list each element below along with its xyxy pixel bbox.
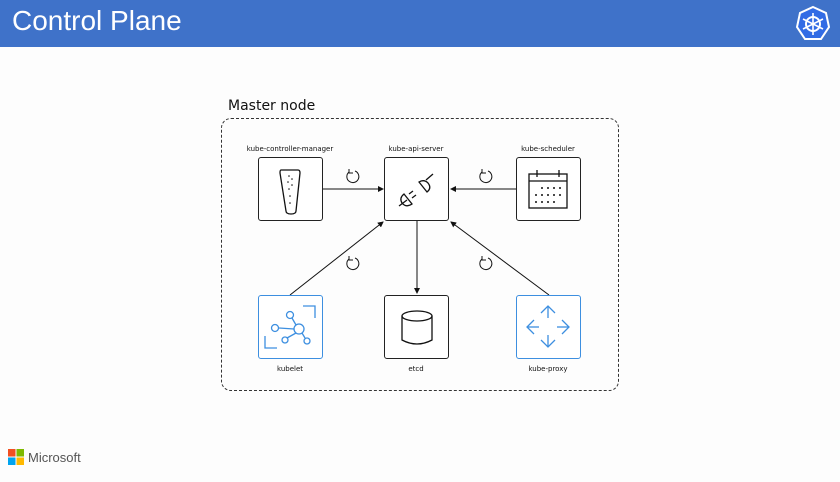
database-cylinder-icon [401, 310, 433, 345]
calendar-icon [528, 170, 568, 209]
scheduler-label: kube-scheduler [521, 145, 575, 153]
etcd-node [384, 295, 449, 359]
header-bar: Control Plane [0, 0, 840, 47]
controller-manager-label: kube-controller-manager [246, 145, 334, 153]
controller-manager-node [258, 157, 323, 221]
kube-proxy-label: kube-proxy [528, 365, 568, 373]
master-node-group [221, 118, 619, 391]
remote-control-icon [279, 169, 301, 215]
api-server-label: kube-api-server [388, 145, 444, 153]
microsoft-wordmark: Microsoft [28, 449, 81, 465]
kubelet-node [258, 295, 323, 359]
slide-title: Control Plane [12, 5, 182, 36]
arrow-kubelet-to-api [289, 221, 384, 296]
kubelet-label: kubelet [276, 365, 304, 373]
kube-proxy-node [516, 295, 581, 359]
etcd-label: etcd [408, 365, 424, 373]
microsoft-squares-icon [8, 449, 24, 465]
reconcile-loop-icons [346, 169, 493, 271]
api-server-node [384, 157, 449, 221]
plug-connector-icon [398, 173, 434, 207]
master-node-label: Master node [228, 98, 316, 114]
arrow-proxy-to-api [450, 221, 550, 296]
network-hub-icon [264, 305, 316, 349]
four-way-arrows-icon [526, 305, 570, 348]
scheduler-node [516, 157, 581, 221]
kubernetes-logo-icon [795, 5, 831, 40]
microsoft-logo: Microsoft [8, 449, 81, 465]
